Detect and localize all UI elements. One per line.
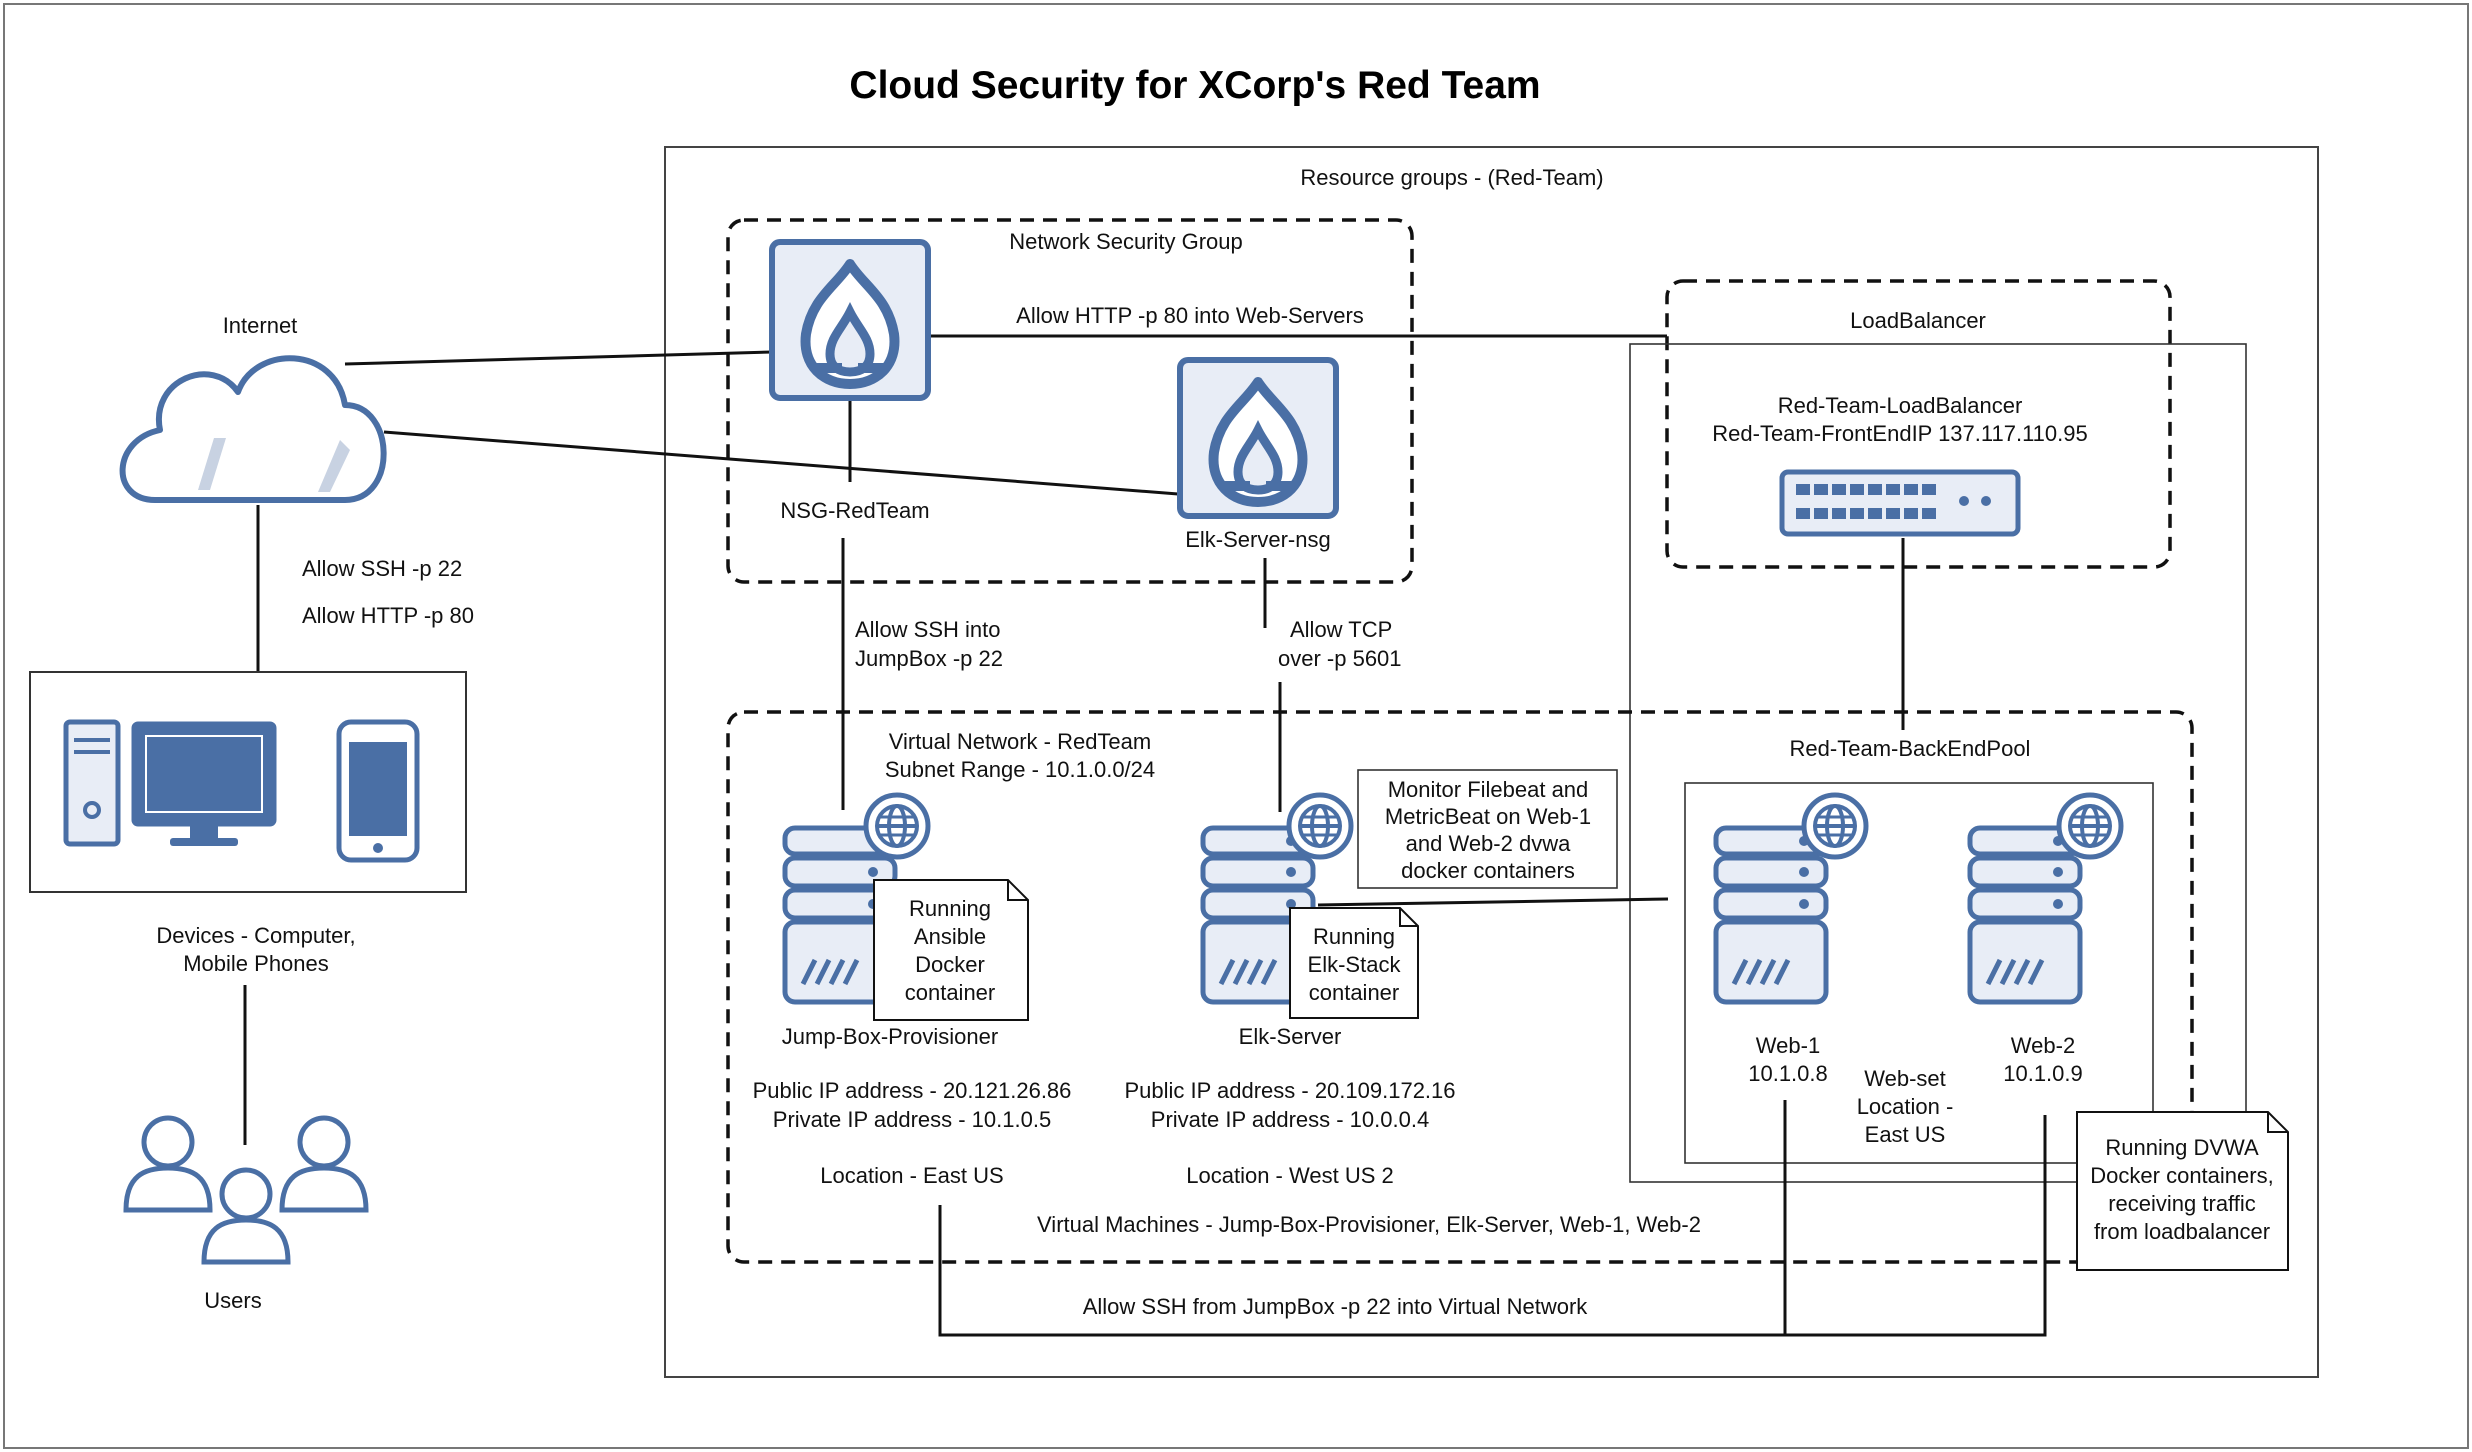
link-internet-elknsg: [383, 430, 1179, 496]
internet-rule-ssh: Allow SSH -p 22: [302, 556, 462, 581]
jumpbox-public-ip: Public IP address - 20.121.26.86: [753, 1078, 1072, 1103]
dvwa-note-line1: Running DVWA: [2105, 1135, 2259, 1160]
dvwa-note-line3: receiving traffic: [2108, 1191, 2256, 1216]
web2-ip: 10.1.0.9: [2003, 1061, 2083, 1086]
internet-rule-http: Allow HTTP -p 80: [302, 603, 474, 628]
monitor-note-line3: and Web-2 dvwa: [1406, 831, 1571, 856]
elk-note-line1: Running: [1313, 924, 1395, 949]
backend-pool-label: Red-Team-BackEndPool: [1790, 736, 2031, 761]
nsg-group-label: Network Security Group: [1009, 229, 1243, 254]
jumpbox-location: Location - East US: [820, 1163, 1003, 1188]
outer-frame: [3, 3, 2469, 1449]
monitor-note-frame: [1357, 769, 1618, 889]
elk-nsg-firewall-icon: [1180, 360, 1336, 516]
jumpbox-ssh-rule-label: Allow SSH from JumpBox -p 22 into Virtua…: [1083, 1294, 1589, 1319]
loadbalancer-group-label: LoadBalancer: [1850, 308, 1986, 333]
ssh-rule-line1: Allow SSH into: [855, 617, 1001, 642]
jumpbox-globe-icon: [866, 795, 928, 857]
mobile-phone-icon: [336, 719, 420, 863]
computer-icon: [63, 719, 277, 847]
link-jumpbox-vnet-ssh: [938, 1115, 2047, 1337]
elk-location: Location - West US 2: [1186, 1163, 1393, 1188]
monitor-note-line4: docker containers: [1401, 858, 1575, 883]
users-label: Users: [204, 1288, 261, 1313]
backend-pool-frame: [1684, 782, 2154, 1164]
monitor-note-line1: Monitor Filebeat and: [1388, 777, 1589, 802]
web1-server-icon: [1716, 828, 1826, 1002]
loadbalancer-group-frame: [1665, 279, 2172, 569]
web1-label: Web-1: [1756, 1033, 1820, 1058]
nsg-redteam-firewall-icon: [772, 242, 928, 398]
link-elk-web: [1317, 897, 1669, 907]
link-internet-nsg: [344, 350, 773, 366]
vnet-group-frame: [726, 710, 2194, 1264]
web-set-frame: [1629, 343, 2247, 1183]
diagram-title: Cloud Security for XCorp's Red Team: [849, 64, 1540, 107]
webset-line2: Location -: [1857, 1094, 1954, 1119]
dvwa-note-line2: Docker containers,: [2090, 1163, 2273, 1188]
webset-line1: Web-set: [1864, 1066, 1946, 1091]
jumpbox-note-line4: container: [905, 980, 996, 1005]
vnet-label: Virtual Network - RedTeam: [889, 729, 1151, 754]
monitor-note-line2: MetricBeat on Web-1: [1385, 804, 1591, 829]
dvwa-note-line4: from loadbalancer: [2094, 1219, 2270, 1244]
elk-nsg-label: Elk-Server-nsg: [1185, 527, 1330, 552]
web2-globe-icon: [2059, 795, 2121, 857]
internet-label: Internet: [223, 313, 298, 338]
elk-note-line2: Elk-Stack: [1308, 952, 1402, 977]
tcp-rule-line2: over -p 5601: [1278, 646, 1402, 671]
resource-group-frame: [664, 146, 2319, 1378]
elk-note-line3: container: [1309, 980, 1400, 1005]
web1-globe-icon: [1804, 795, 1866, 857]
elk-label: Elk-Server: [1239, 1024, 1342, 1049]
jumpbox-private-ip: Private IP address - 10.1.0.5: [773, 1107, 1051, 1132]
web2-server-icon: [1970, 828, 2080, 1002]
resource-group-label: Resource groups - (Red-Team): [1300, 165, 1603, 190]
elk-note: [1289, 907, 1419, 1019]
vnet-subnet-label: Subnet Range - 10.1.0.0/24: [885, 757, 1155, 782]
ssh-rule-line2: JumpBox -p 22: [855, 646, 1003, 671]
loadbalancer-frontend-ip: Red-Team-FrontEndIP 137.117.110.95: [1712, 421, 2087, 446]
http-rule-label: Allow HTTP -p 80 into Web-Servers: [1016, 303, 1364, 328]
tcp-rule-line1: Allow TCP: [1290, 617, 1392, 642]
web1-ip: 10.1.0.8: [1748, 1061, 1828, 1086]
elk-globe-icon: [1289, 795, 1351, 857]
elk-public-ip: Public IP address - 20.109.172.16: [1124, 1078, 1455, 1103]
jumpbox-note-line1: Running: [909, 896, 991, 921]
webset-line3: East US: [1865, 1122, 1946, 1147]
elk-private-ip: Private IP address - 10.0.0.4: [1151, 1107, 1429, 1132]
loadbalancer-name: Red-Team-LoadBalancer: [1778, 393, 2023, 418]
jumpbox-note-line2: Ansible: [914, 924, 986, 949]
dvwa-note: [2076, 1111, 2289, 1271]
cloud-icon: [119, 355, 387, 503]
devices-label-line2: Mobile Phones: [183, 951, 329, 976]
jumpbox-note-line3: Docker: [915, 952, 985, 977]
nsg-group-frame: [726, 218, 1414, 584]
switch-icon: [1779, 469, 2021, 537]
jumpbox-label: Jump-Box-Provisioner: [782, 1024, 998, 1049]
web2-label: Web-2: [2011, 1033, 2075, 1058]
vnet-vms-label: Virtual Machines - Jump-Box-Provisioner,…: [1037, 1212, 1701, 1237]
nsg-redteam-label: NSG-RedTeam: [780, 498, 929, 523]
devices-label-line1: Devices - Computer,: [156, 923, 355, 948]
jumpbox-note: [873, 879, 1029, 1021]
